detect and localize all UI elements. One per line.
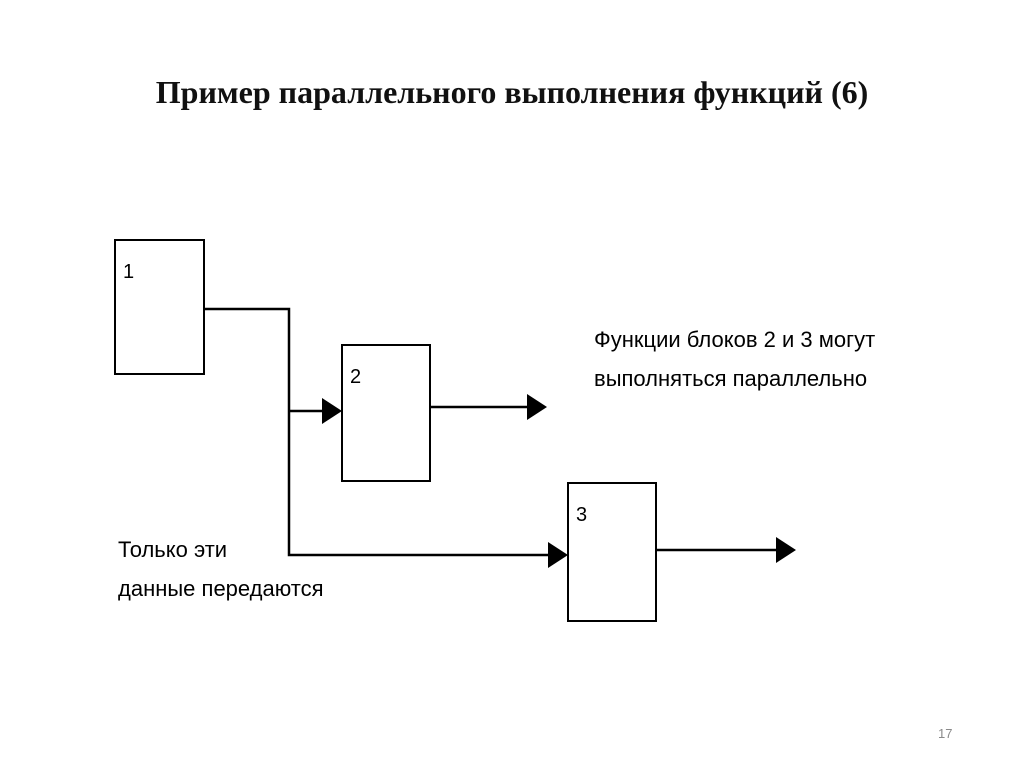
page-number: 17 bbox=[938, 726, 953, 741]
note-data-line2: данные передаются bbox=[118, 576, 324, 601]
block-1 bbox=[114, 239, 205, 375]
output-block3-arrowhead bbox=[776, 537, 796, 563]
connector-block1-split bbox=[204, 307, 548, 557]
note-parallel-line2: выполняться параллельно bbox=[594, 366, 867, 391]
block-3 bbox=[567, 482, 657, 622]
block-2-label: 2 bbox=[350, 366, 361, 388]
output-block2-arrowhead bbox=[527, 394, 547, 420]
note-data-line1: Только эти bbox=[118, 537, 227, 562]
block-1-label: 1 bbox=[123, 261, 134, 283]
arrowhead-to-block2 bbox=[322, 398, 342, 424]
arrowhead-to-block3 bbox=[548, 542, 568, 568]
block-2 bbox=[341, 344, 431, 482]
note-parallel-line1: Функции блоков 2 и 3 могут bbox=[594, 327, 875, 352]
block-3-label: 3 bbox=[576, 504, 587, 526]
slide-title: Пример параллельного выполнения функций … bbox=[155, 74, 869, 110]
